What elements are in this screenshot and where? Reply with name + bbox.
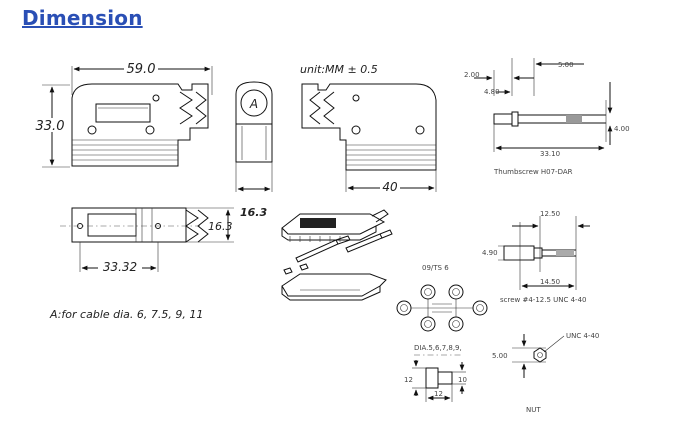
inserts-d-left: 12	[404, 376, 413, 384]
inserts-d-right: 10	[458, 376, 467, 384]
screw-4-90: 4.90	[482, 249, 498, 257]
thumb-4-80: 4.80	[484, 88, 500, 96]
screw-caption: screw #4-12.5 UNC 4-40	[500, 296, 587, 304]
dim-16-3-label: 16.3	[208, 220, 233, 233]
thumbscrew-caption: Thumbscrew H07-DAR	[493, 168, 573, 176]
thumb-2-00: 2.00	[464, 71, 480, 79]
page-title: Dimension	[22, 6, 143, 30]
thumbscrew-drawing: 5.00 2.00 4.80 4.00 33.10 Thumbscrew H07…	[464, 58, 630, 176]
thumb-4-00: 4.00	[614, 125, 630, 133]
hood-top-view: 16.3 16.3 33.32	[60, 206, 267, 274]
nut-thread-label: UNC 4-40	[566, 332, 599, 340]
dim-16-3-bold-label: 16.3	[240, 206, 267, 219]
nut-5-00: 5.00	[492, 352, 508, 360]
circle-a-label: A	[249, 97, 258, 111]
thumb-5-00: 5.00	[558, 61, 574, 69]
nut-drawing: UNC 4-40 5.00 NUT	[492, 332, 599, 414]
hood-side-view: 59.0 33.0	[34, 62, 213, 168]
inserts-top-label: 09/TS 6	[422, 264, 449, 272]
hood-side-view-2: unit:MM ± 0.5 40	[300, 63, 437, 194]
screw-drawing: 12.50 4.90 14.50 screw #4-12.5 UNC 4-40	[482, 210, 590, 304]
dim-width-label: 59.0	[127, 62, 156, 77]
inserts-d-bottom: 12	[434, 390, 443, 398]
thumb-33-10: 33.10	[540, 150, 560, 158]
cable-note: A:for cable dia. 6, 7.5, 9, 11	[49, 308, 203, 321]
inserts-dia-label: DIA.5,6,7,8,9,	[414, 344, 462, 352]
unit-note: unit:MM ± 0.5	[300, 63, 378, 76]
dim-depth-label: 40	[382, 180, 398, 194]
dim-height-label: 33.0	[36, 119, 65, 134]
nut-caption: NUT	[526, 406, 541, 414]
hood-end-view: A	[235, 81, 273, 192]
screw-12-50: 12.50	[540, 210, 560, 218]
exploded-isometric-view	[281, 209, 393, 301]
cable-inserts-drawing: 09/TS 6 DIA.5,6,7,8,9, 12 10 12	[396, 264, 488, 402]
screw-14-50: 14.50	[540, 278, 560, 286]
dim-33-32-label: 33.32	[103, 260, 137, 274]
